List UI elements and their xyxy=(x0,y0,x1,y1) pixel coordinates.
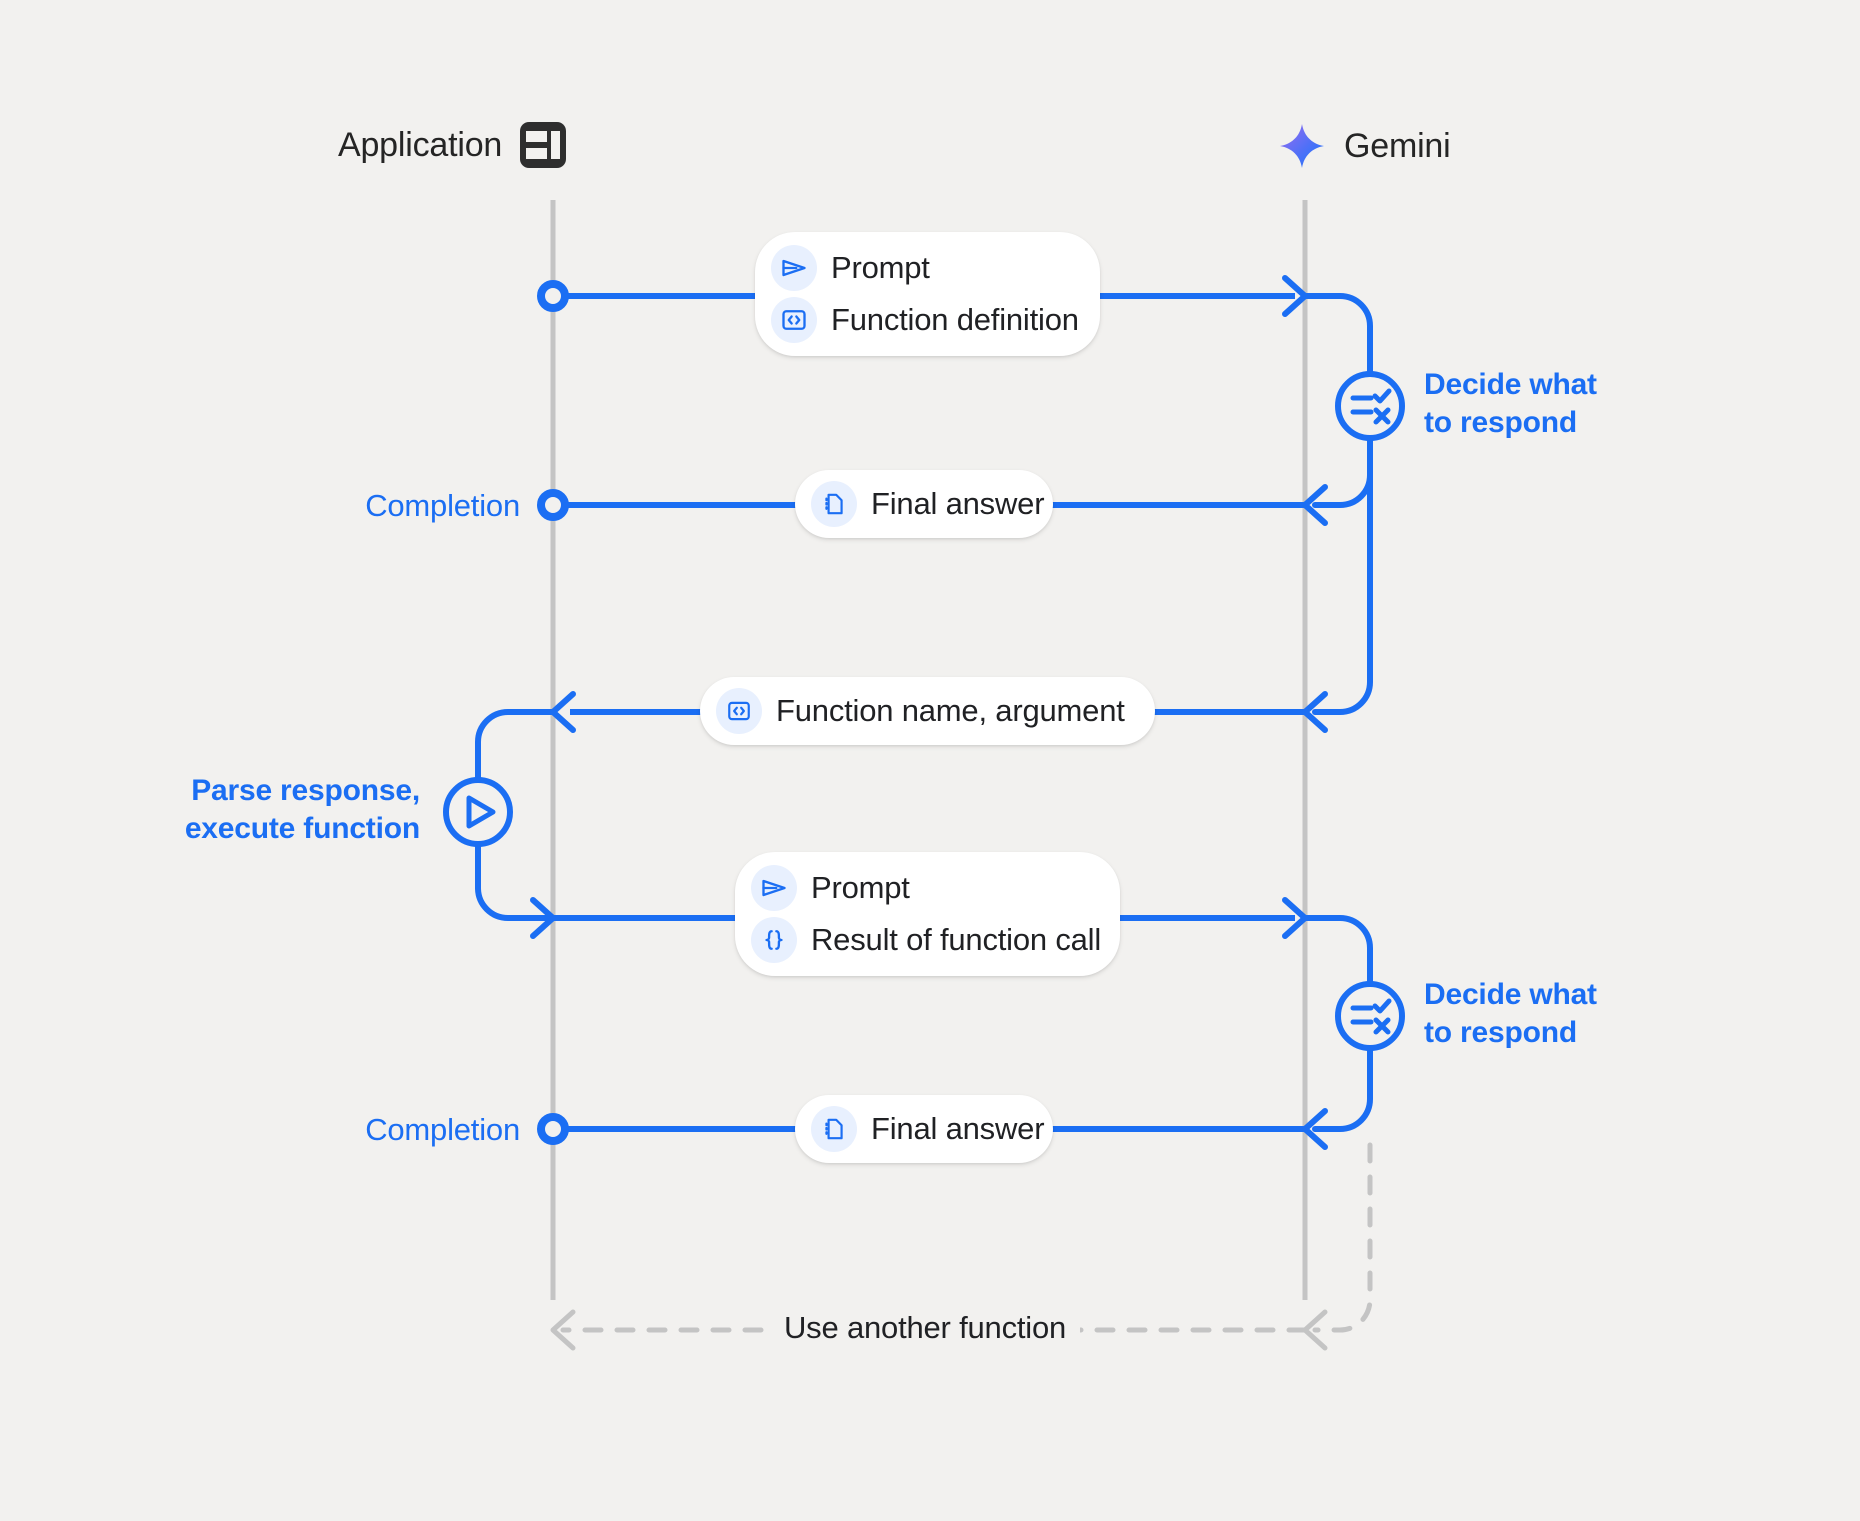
bubble-row: Prompt xyxy=(771,245,1070,291)
bubble-row-label: Function definition xyxy=(831,302,1079,337)
process-label-line2: to respond xyxy=(1424,406,1577,440)
process-label-line2: execute function xyxy=(184,812,420,846)
process-label-line1: Decide what xyxy=(1424,368,1597,401)
origin-dot-completion-2 xyxy=(537,1113,569,1145)
document-icon xyxy=(811,1106,857,1152)
message-bubble-prompt-function-definition: Prompt Function definition xyxy=(755,232,1100,356)
bubble-row: Final answer xyxy=(811,481,1045,527)
process-label-parse-execute: Parse response, execute function xyxy=(150,772,420,849)
message-bubble-function-call: Function name, argument xyxy=(700,677,1155,745)
actor-gemini: Gemini xyxy=(1278,122,1451,170)
actor-application: Application xyxy=(338,122,567,168)
bubble-row-label: Prompt xyxy=(831,250,930,285)
bubble-row-label: Function name, argument xyxy=(776,693,1125,728)
completion-label-2: Completion xyxy=(365,1112,520,1147)
origin-dot-app-1 xyxy=(537,280,569,312)
bubble-row: Function name, argument xyxy=(716,688,1125,734)
code-brackets-icon xyxy=(716,688,762,734)
bubble-row-label: Prompt xyxy=(811,870,910,905)
bubble-row: Prompt xyxy=(751,865,1090,911)
actor-application-label: Application xyxy=(338,125,503,164)
send-icon xyxy=(751,865,797,911)
completion-label-1: Completion xyxy=(365,488,520,523)
message-bubble-final-answer-2: Final answer xyxy=(795,1095,1053,1163)
process-label-decide-2: Decide what to respond xyxy=(1424,976,1597,1053)
loop-use-another-function xyxy=(550,1142,1373,1351)
decision-checklist-icon-1 xyxy=(1335,371,1405,441)
bubble-row-label: Final answer xyxy=(871,486,1045,521)
send-icon xyxy=(771,245,817,291)
gemini-sparkle-icon xyxy=(1278,122,1326,170)
origin-dot-completion-1 xyxy=(537,489,569,521)
loop-label-use-another-function: Use another function xyxy=(770,1310,1081,1346)
app-layout-icon xyxy=(520,122,567,168)
bubble-row: Final answer xyxy=(811,1106,1045,1152)
message-bubble-final-answer-1: Final answer xyxy=(795,470,1053,538)
message-bubble-prompt-result: Prompt Result of function call xyxy=(735,852,1120,976)
app-process-path xyxy=(475,709,556,921)
code-brackets-icon xyxy=(771,297,817,343)
document-icon xyxy=(811,481,857,527)
bubble-row: Result of function call xyxy=(751,917,1101,963)
process-label-line1: Parse response, xyxy=(191,774,420,807)
bubble-row-label: Final answer xyxy=(871,1111,1045,1146)
bubble-row: Function definition xyxy=(771,297,1079,343)
decision-checklist-icon-2 xyxy=(1335,981,1405,1051)
gemini-process-path-1 xyxy=(1302,293,1373,715)
gemini-process-path-2 xyxy=(1302,915,1373,1132)
play-circle-icon xyxy=(443,777,513,847)
actor-gemini-label: Gemini xyxy=(1344,126,1451,165)
bubble-row-label: Result of function call xyxy=(811,922,1102,957)
process-label-line1: Decide what xyxy=(1424,978,1597,1011)
curly-braces-icon xyxy=(751,917,797,963)
process-label-decide-1: Decide what to respond xyxy=(1424,366,1597,443)
process-label-line2: to respond xyxy=(1424,1016,1577,1050)
